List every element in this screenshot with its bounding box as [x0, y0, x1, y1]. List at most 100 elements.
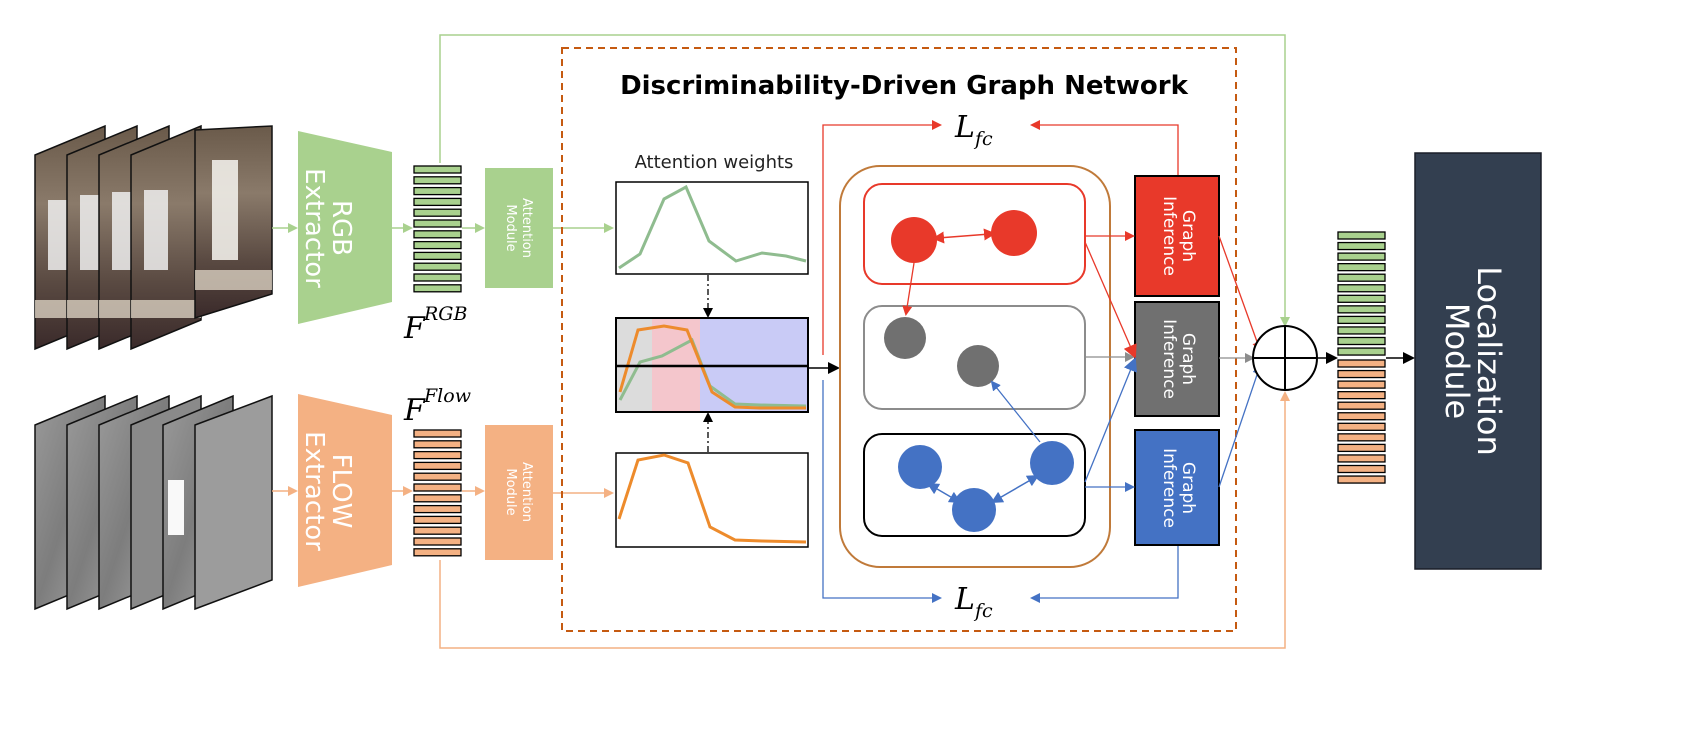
flow-frame — [194, 394, 273, 611]
flow-extractor: FLOW Extractor — [298, 394, 392, 587]
feature-bar — [413, 176, 462, 185]
feature-bar — [413, 548, 462, 557]
graph-inference-gray: Graph Inference — [1134, 301, 1220, 417]
feature-bar — [413, 494, 462, 503]
flow-attention-plot — [615, 452, 809, 548]
feature-bar — [1337, 454, 1386, 463]
feature-bar — [1337, 284, 1386, 293]
feature-bar — [1337, 294, 1386, 303]
blue-edge — [990, 474, 1040, 504]
rgb-frame — [194, 125, 273, 320]
graph-node-blue — [952, 488, 996, 532]
flow-extractor-line2: Extractor — [299, 431, 329, 551]
feature-bar — [1337, 315, 1386, 325]
flow-attention-line1: Attention — [519, 462, 534, 522]
flow-feature-base: F — [403, 393, 426, 428]
flow-feature-label: F Flow — [403, 385, 471, 428]
bottom-loss-route — [822, 380, 942, 603]
loss-bottom-base: L — [954, 582, 975, 617]
feature-bar — [413, 208, 462, 217]
feature-bar — [1337, 443, 1386, 453]
graph-node-red — [891, 217, 937, 263]
flow-frame-stack — [34, 394, 273, 611]
feature-bar — [1337, 412, 1386, 421]
rgb-attention-line2: Module — [503, 204, 518, 251]
feature-bar — [413, 251, 462, 261]
rgb-frame-stack — [34, 124, 273, 351]
rgb-extractor-line1: RGB — [326, 200, 356, 256]
feature-bar — [413, 483, 462, 492]
feature-bar — [413, 219, 462, 228]
feature-bar — [413, 230, 462, 239]
feature-bar — [1337, 262, 1386, 272]
loss-bottom: L fc — [954, 582, 993, 622]
loss-bottom-sub: fc — [973, 600, 993, 622]
feature-bar — [1337, 369, 1386, 379]
loss-top-sub: fc — [973, 128, 993, 150]
red-gi-to-loss-route — [1030, 120, 1179, 176]
rgb-extractor-line2: Extractor — [299, 168, 329, 288]
gi-blue-line2: Inference — [1159, 448, 1179, 528]
ddgn-title: Discriminability-Driven Graph Network — [620, 71, 1189, 101]
feature-bar — [413, 515, 462, 525]
rgb-attention-plot — [615, 181, 809, 275]
top-loss-route — [822, 120, 942, 355]
feature-bar — [413, 165, 462, 174]
graph-node-gray — [957, 345, 999, 387]
red-to-gray-edge — [902, 262, 915, 316]
rgb-frame — [130, 124, 202, 351]
graph-node-red — [991, 210, 1037, 256]
feature-bar — [413, 240, 462, 250]
feature-bar — [413, 472, 462, 481]
foreground-graph — [863, 183, 1086, 285]
feature-bar — [1337, 390, 1386, 400]
feature-bar — [413, 284, 462, 293]
feature-bar — [1337, 252, 1386, 261]
feature-bar — [1337, 336, 1386, 346]
feature-bar — [1337, 273, 1386, 282]
output-feature-stack — [1337, 231, 1386, 484]
flow-feature-stack — [413, 429, 462, 557]
red-edge — [932, 228, 996, 244]
localization-line1: Localization — [1470, 266, 1508, 456]
graph-container — [839, 165, 1111, 568]
rgb-attention-curve — [618, 184, 807, 270]
graph-node-gray — [884, 317, 926, 359]
graph-inference-red: Graph Inference — [1134, 175, 1220, 297]
feature-bar — [1337, 231, 1386, 240]
flow-attention-line2: Module — [503, 468, 518, 515]
feature-bar — [413, 429, 462, 438]
feature-bar — [413, 526, 462, 535]
loss-top: L fc — [954, 110, 993, 150]
feature-bar — [413, 273, 462, 282]
graph-node-blue — [898, 445, 942, 489]
blue-gi-to-fusion-arrow — [1218, 364, 1263, 488]
gi-red-line2: Inference — [1159, 196, 1179, 276]
feature-bar — [413, 461, 462, 471]
context-graph — [863, 305, 1086, 410]
feature-bar — [1337, 475, 1386, 484]
gi-red-line1: Graph — [1178, 210, 1198, 262]
feature-bar — [413, 504, 462, 514]
localization-line2: Module — [1438, 303, 1476, 419]
feature-bar — [413, 197, 462, 207]
feature-bar — [1337, 401, 1386, 410]
gi-blue-line1: Graph — [1178, 462, 1198, 514]
circle-plus-icon — [1252, 325, 1318, 391]
feature-bar — [1337, 380, 1386, 389]
feature-bar — [413, 440, 462, 449]
feature-bar — [413, 450, 462, 460]
attention-weights-label: Attention weights — [635, 152, 794, 173]
rgb-attention-line1: Attention — [519, 198, 534, 258]
feature-bar — [413, 262, 462, 271]
blue-to-gray-edge — [990, 380, 1041, 443]
graph-inference-blue: Graph Inference — [1134, 429, 1220, 546]
blue-gi-to-loss-route — [1030, 545, 1179, 603]
feature-bar — [1337, 359, 1386, 368]
localization-module: Localization Module — [1414, 152, 1542, 570]
feature-bar — [413, 186, 462, 196]
gi-gray-line2: Inference — [1159, 319, 1179, 399]
graph-node-blue — [1030, 441, 1074, 485]
